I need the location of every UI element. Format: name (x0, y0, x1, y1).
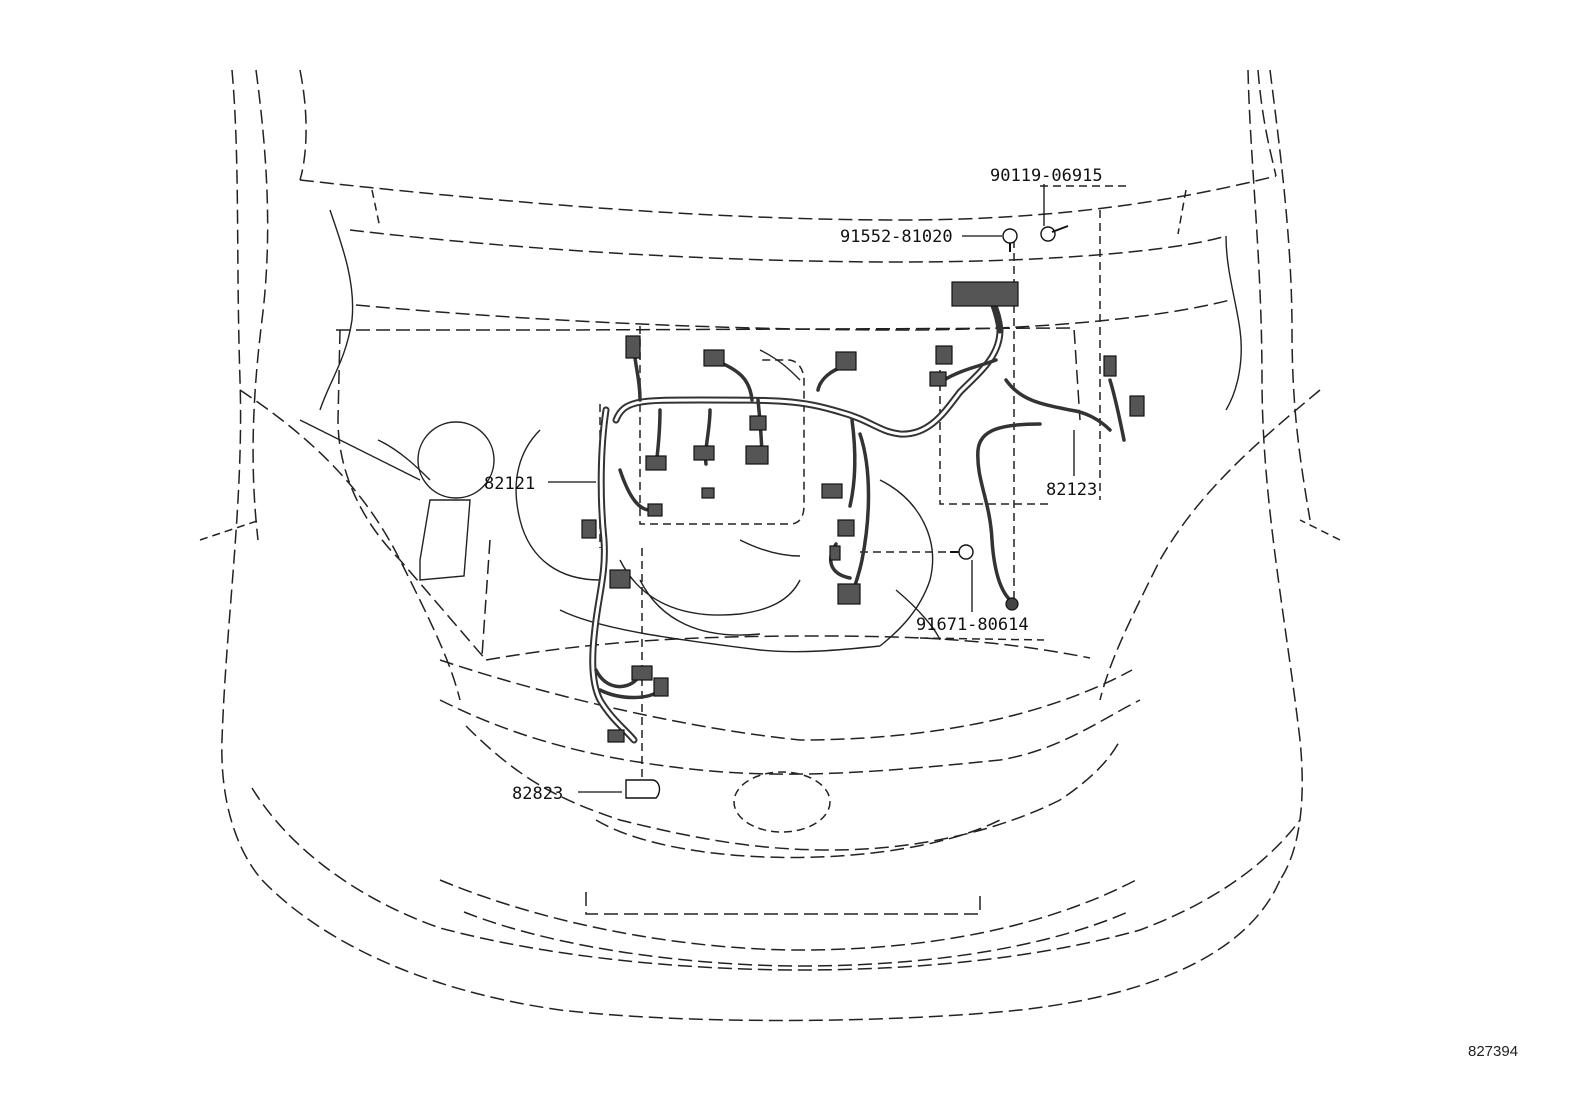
bolt-91671-icon (950, 544, 974, 560)
fasteners (625, 225, 1069, 799)
illustration-code: 827394 (1468, 1043, 1518, 1060)
car-body-outline (199, 69, 1341, 1022)
callout-91552-81020: 91552-81020 (840, 227, 953, 247)
callout-82121: 82121 (484, 474, 535, 494)
grommet-icon (1005, 597, 1019, 611)
relay-cover-82823-icon (625, 779, 661, 799)
clip-91552-icon (1002, 228, 1018, 252)
callout-91671-80614: 91671-80614 (916, 615, 1029, 635)
bolt-90119-icon (1040, 225, 1069, 242)
callout-82123: 82123 (1046, 480, 1097, 500)
callout-90119-06915: 90119-06915 (990, 166, 1103, 186)
callout-labels: 82121 82123 90119-06915 91552-81020 9167… (484, 166, 1518, 1060)
engine-outline (515, 349, 941, 653)
callout-82823: 82823 (512, 784, 563, 804)
leader-lines (548, 184, 1075, 793)
wiring-harness (589, 286, 1126, 744)
harness-connectors (581, 281, 1145, 743)
